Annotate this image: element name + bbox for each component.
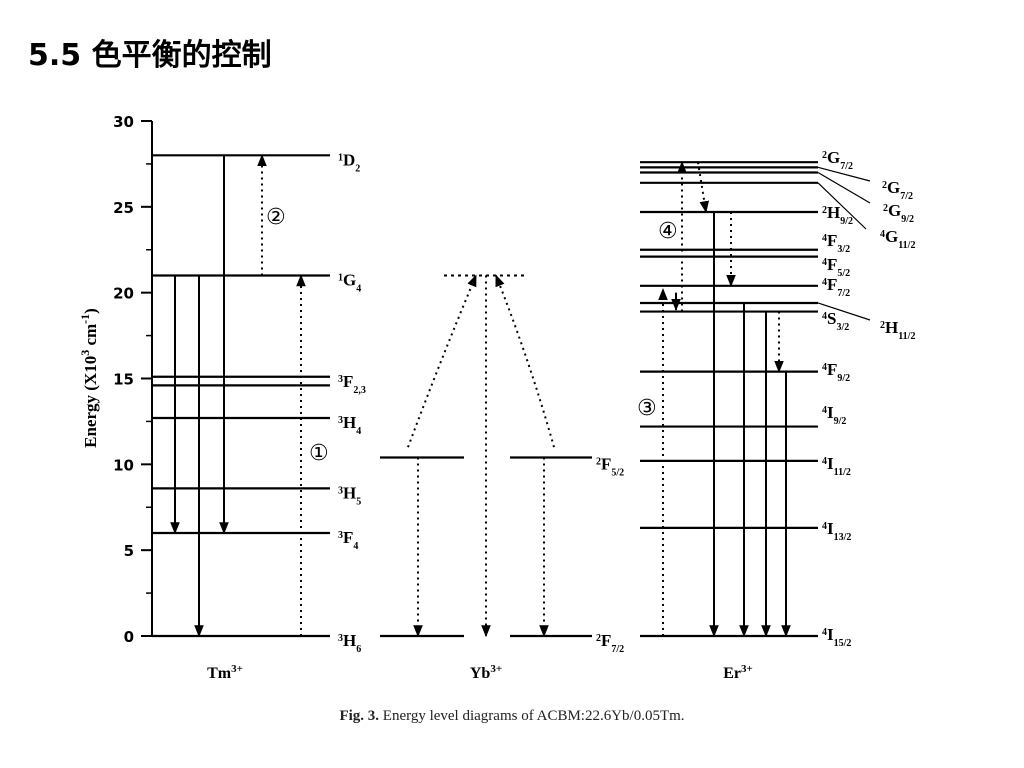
tm-level-label: 1D2 [338,150,360,174]
y-axis: 0 5 10 15 20 25 30 [113,113,153,646]
er-level-label: 4G11/2 [880,227,915,251]
transition-arrows [170,154,791,638]
caption-label: Fig. 3. [339,708,380,724]
er-level-label: 2G7/2 [882,178,913,202]
page-title: 5.5 色平衡的控制 [28,38,272,73]
ion-label-tm: Tm3+ [207,663,243,682]
er-level-label: 4I9/2 [822,403,846,427]
tm-level-label: 3F2,3 [338,372,366,396]
er-level-label: 2G9/2 [883,201,914,225]
er-level-label: 2G7/2 [822,148,853,172]
tick-label: 10 [113,456,134,474]
y-axis-label: Energy (X103 cm-1) [78,308,100,448]
tick-label: 25 [113,199,134,217]
tm-level-label: 1G4 [338,271,361,295]
er-relax-arrow [697,162,710,214]
yb-level-label: 2F7/2 [596,631,624,655]
tm-level-label: 3F4 [338,528,358,552]
level-labels: 1D21G43F2,33H43H53F43H62F5/22F7/22G7/22G… [338,148,915,655]
tick-label: 30 [113,113,134,131]
caption-text: Energy level diagrams of ACBM:22.6Yb/0.0… [379,708,685,724]
circled-2: ② [266,205,286,230]
er-level-label: 4F5/2 [822,255,850,279]
yb-energy-transfer-curve [407,274,477,448]
er-level-label: 4F9/2 [822,360,850,384]
er-level-label: 4I13/2 [822,519,851,543]
energy-level-diagram: 0 5 10 15 20 25 30 1D2 1G4 3F2,3 3H4 3H5 3F4 3H6 2F5/… [78,113,915,682]
er-level-label: 2H9/2 [822,203,853,227]
er-leader-line [817,182,867,230]
circled-1: ① [309,441,329,466]
tick-label: 0 [124,628,134,646]
er-leader-line [817,302,871,321]
y-label-energy: Energy [81,394,100,447]
ion-label-er: Er3+ [723,663,753,682]
er-level-label: 4I15/2 [822,625,851,649]
circled-3: ③ [637,396,657,421]
er-level-label: 4F3/2 [822,231,850,255]
tm-level-label: 3H4 [338,413,361,437]
ion-label-yb: Yb3+ [470,663,502,682]
er-leader-line [817,171,871,204]
tick-label: 20 [113,285,134,303]
er-level-label: 4F7/2 [822,275,850,299]
er-level-label: 4S3/2 [822,309,849,333]
y-label-unit: (X103 cm-1) [78,308,100,391]
tm-level-label: 3H6 [338,631,361,655]
circled-4: ④ [658,219,678,244]
tm-level-label: 3H5 [338,483,361,507]
figure-caption: Fig. 3. Energy level diagrams of ACBM:22… [0,708,1024,725]
tick-label: 5 [124,542,134,560]
er-level-label: 2H11/2 [880,318,915,342]
er-level-label: 4I11/2 [822,454,851,478]
yb-level-label: 2F5/2 [596,454,624,478]
tm-levels [152,154,330,638]
tick-label: 15 [113,371,134,389]
er-leader-line [817,166,871,182]
yb-energy-transfer-curve [495,274,555,448]
